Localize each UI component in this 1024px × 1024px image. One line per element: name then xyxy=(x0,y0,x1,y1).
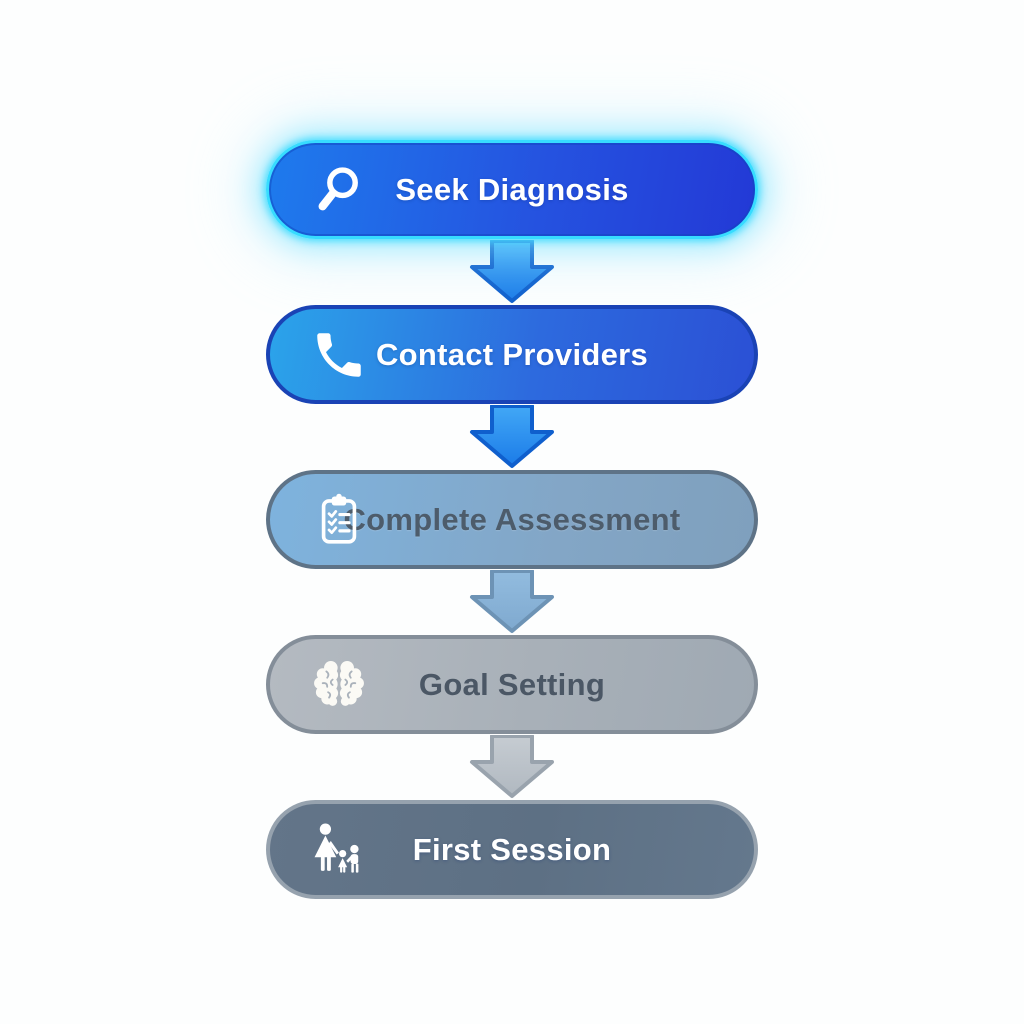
family-icon xyxy=(310,821,368,879)
step-label-first-session: First Session xyxy=(412,831,612,867)
step-pill-seek-diagnosis: Seek Diagnosis xyxy=(266,140,758,239)
flow-arrow-2 xyxy=(461,404,563,470)
step-pill-first-session: First Session xyxy=(266,800,758,899)
magnifier-search-icon xyxy=(309,161,367,219)
clipboard-checklist-icon xyxy=(310,491,368,549)
step-pill-goal-setting: Goal Setting xyxy=(266,635,758,734)
step-label-goal-setting: Goal Setting xyxy=(418,666,606,702)
flow-column: Seek Diagnosis Contact Providers xyxy=(266,140,758,899)
step-label-contact-providers: Contact Providers xyxy=(375,336,649,372)
flow-arrow-4 xyxy=(461,734,563,800)
step-pill-complete-assessment: Complete Assessment xyxy=(266,470,758,569)
flow-arrow-3 xyxy=(461,569,563,635)
step-label-complete-assessment: Complete Assessment xyxy=(343,501,681,537)
brain-icon xyxy=(310,656,368,714)
flow-arrow-1 xyxy=(461,239,563,305)
phone-icon xyxy=(310,326,368,384)
step-label-seek-diagnosis: Seek Diagnosis xyxy=(395,171,629,207)
step-pill-contact-providers: Contact Providers xyxy=(266,305,758,404)
